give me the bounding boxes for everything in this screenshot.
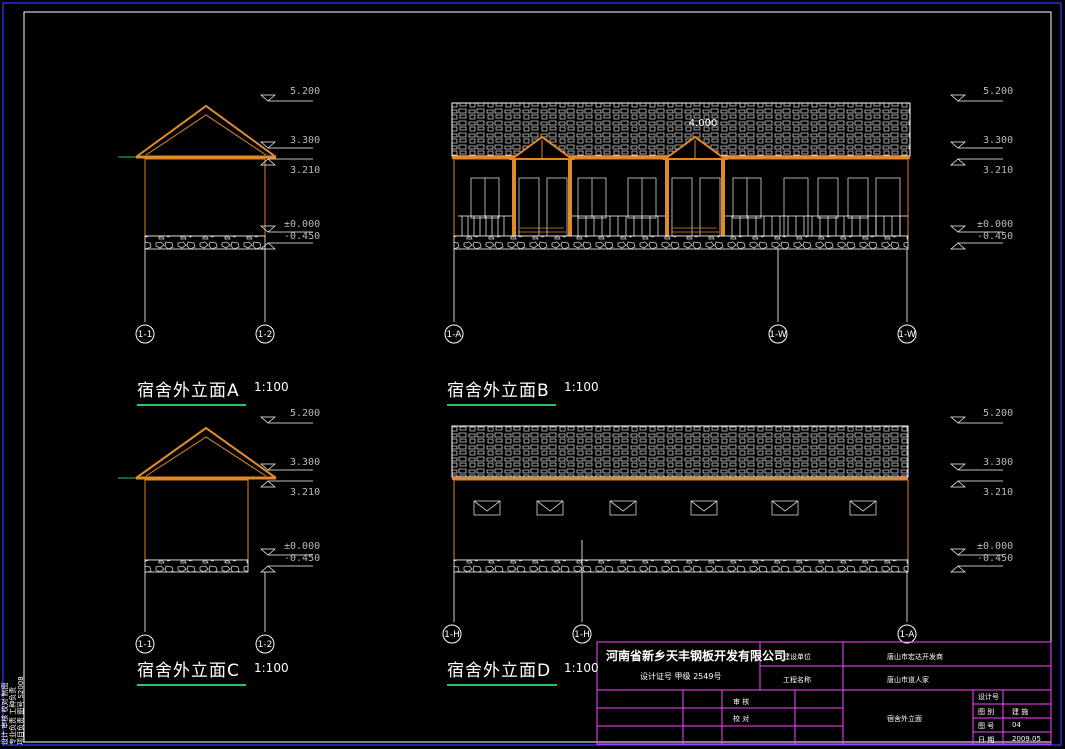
- level-label: ±0.000: [284, 219, 321, 230]
- level-label: -0.450: [284, 231, 321, 242]
- title-elevation-d: 宿舍外立面D: [447, 656, 558, 686]
- level-label: 5.200: [983, 408, 1014, 419]
- level-label: -0.450: [977, 231, 1014, 242]
- axis-label: 1-H: [574, 630, 590, 640]
- scale-label: 1:100: [564, 380, 599, 394]
- title-elevation-b: 宿舍外立面B: [447, 376, 556, 406]
- level-label: 5.200: [290, 86, 321, 97]
- design-info: 设计证号 甲级 2549号: [640, 672, 722, 681]
- axis-label: 1-2: [258, 640, 273, 650]
- level-label: 3.300: [290, 135, 321, 146]
- foundation: [144, 235, 266, 250]
- axis-label: 1-W: [769, 330, 787, 340]
- wall: [144, 158, 266, 237]
- elevation-d: [442, 425, 917, 644]
- number-label: 图 号: [978, 722, 995, 730]
- ridge-height-label: 4.000: [689, 118, 718, 129]
- scale-label: 1:100: [254, 380, 289, 394]
- level-label: ±0.000: [284, 541, 321, 552]
- axis-label: 1-A: [900, 630, 916, 640]
- date-value: 2009.05: [1012, 735, 1041, 743]
- axis-label: 1-2: [258, 330, 273, 340]
- level-label: 3.210: [983, 487, 1014, 498]
- level-label: 3.300: [983, 135, 1014, 146]
- client-label: 建设单位: [783, 653, 811, 661]
- title-elevation-c: 宿舍外立面C: [137, 656, 246, 686]
- roof-inner: [145, 114, 267, 156]
- company-name: 河南省新乡天丰钢板开发有限公司: [606, 649, 787, 663]
- level-label: -0.450: [284, 553, 321, 564]
- axis-label: 1-H: [444, 630, 460, 640]
- scale-label: 1:100: [254, 661, 289, 675]
- title-block: [596, 641, 1052, 745]
- date-label: 日 期: [978, 736, 995, 744]
- level-markers: [260, 94, 1003, 573]
- check-label: 校 对: [733, 715, 750, 723]
- review-label: 审 核: [733, 698, 750, 706]
- elevation-c: [118, 426, 277, 654]
- level-label: 3.210: [983, 165, 1014, 176]
- axis-label: 1-A: [447, 330, 463, 340]
- side-note: 项目负责 图号 S2008: [17, 676, 25, 745]
- level-label: ±0.000: [977, 219, 1014, 230]
- category-value: 建 施: [1012, 708, 1029, 716]
- level-label: 3.300: [983, 457, 1014, 468]
- axis-label: 1-W: [898, 330, 916, 340]
- client-value: 唐山市宏达开发商: [887, 653, 943, 661]
- level-label: ±0.000: [977, 541, 1014, 552]
- elevation-a: [118, 104, 277, 344]
- drawing-name: 宿舍外立面: [887, 715, 922, 723]
- level-label: 3.300: [290, 457, 321, 468]
- number-value: 04: [1012, 721, 1021, 729]
- level-label: -0.450: [977, 553, 1014, 564]
- scale-label: 1:100: [564, 661, 599, 675]
- design-no-label: 设计号: [978, 693, 999, 701]
- side-notes: 设计 审核 校对 制图 专业负责 工种负责 项目负责 图号 S2008: [0, 585, 25, 745]
- level-label: 3.210: [290, 165, 321, 176]
- level-label: 5.200: [983, 86, 1014, 97]
- project-label: 工程名称: [783, 676, 811, 684]
- roof-outline: [135, 104, 277, 158]
- level-label: 5.200: [290, 408, 321, 419]
- axis-label: 1-1: [138, 640, 153, 650]
- inner-frame: [23, 11, 1052, 743]
- title-elevation-a: 宿舍外立面A: [137, 376, 246, 406]
- axis-label: 1-1: [138, 330, 153, 340]
- category-label: 图 别: [978, 708, 995, 716]
- elevation-b: [444, 102, 917, 344]
- project-value: 唐山市道人家: [887, 676, 929, 684]
- level-label: 3.210: [290, 487, 321, 498]
